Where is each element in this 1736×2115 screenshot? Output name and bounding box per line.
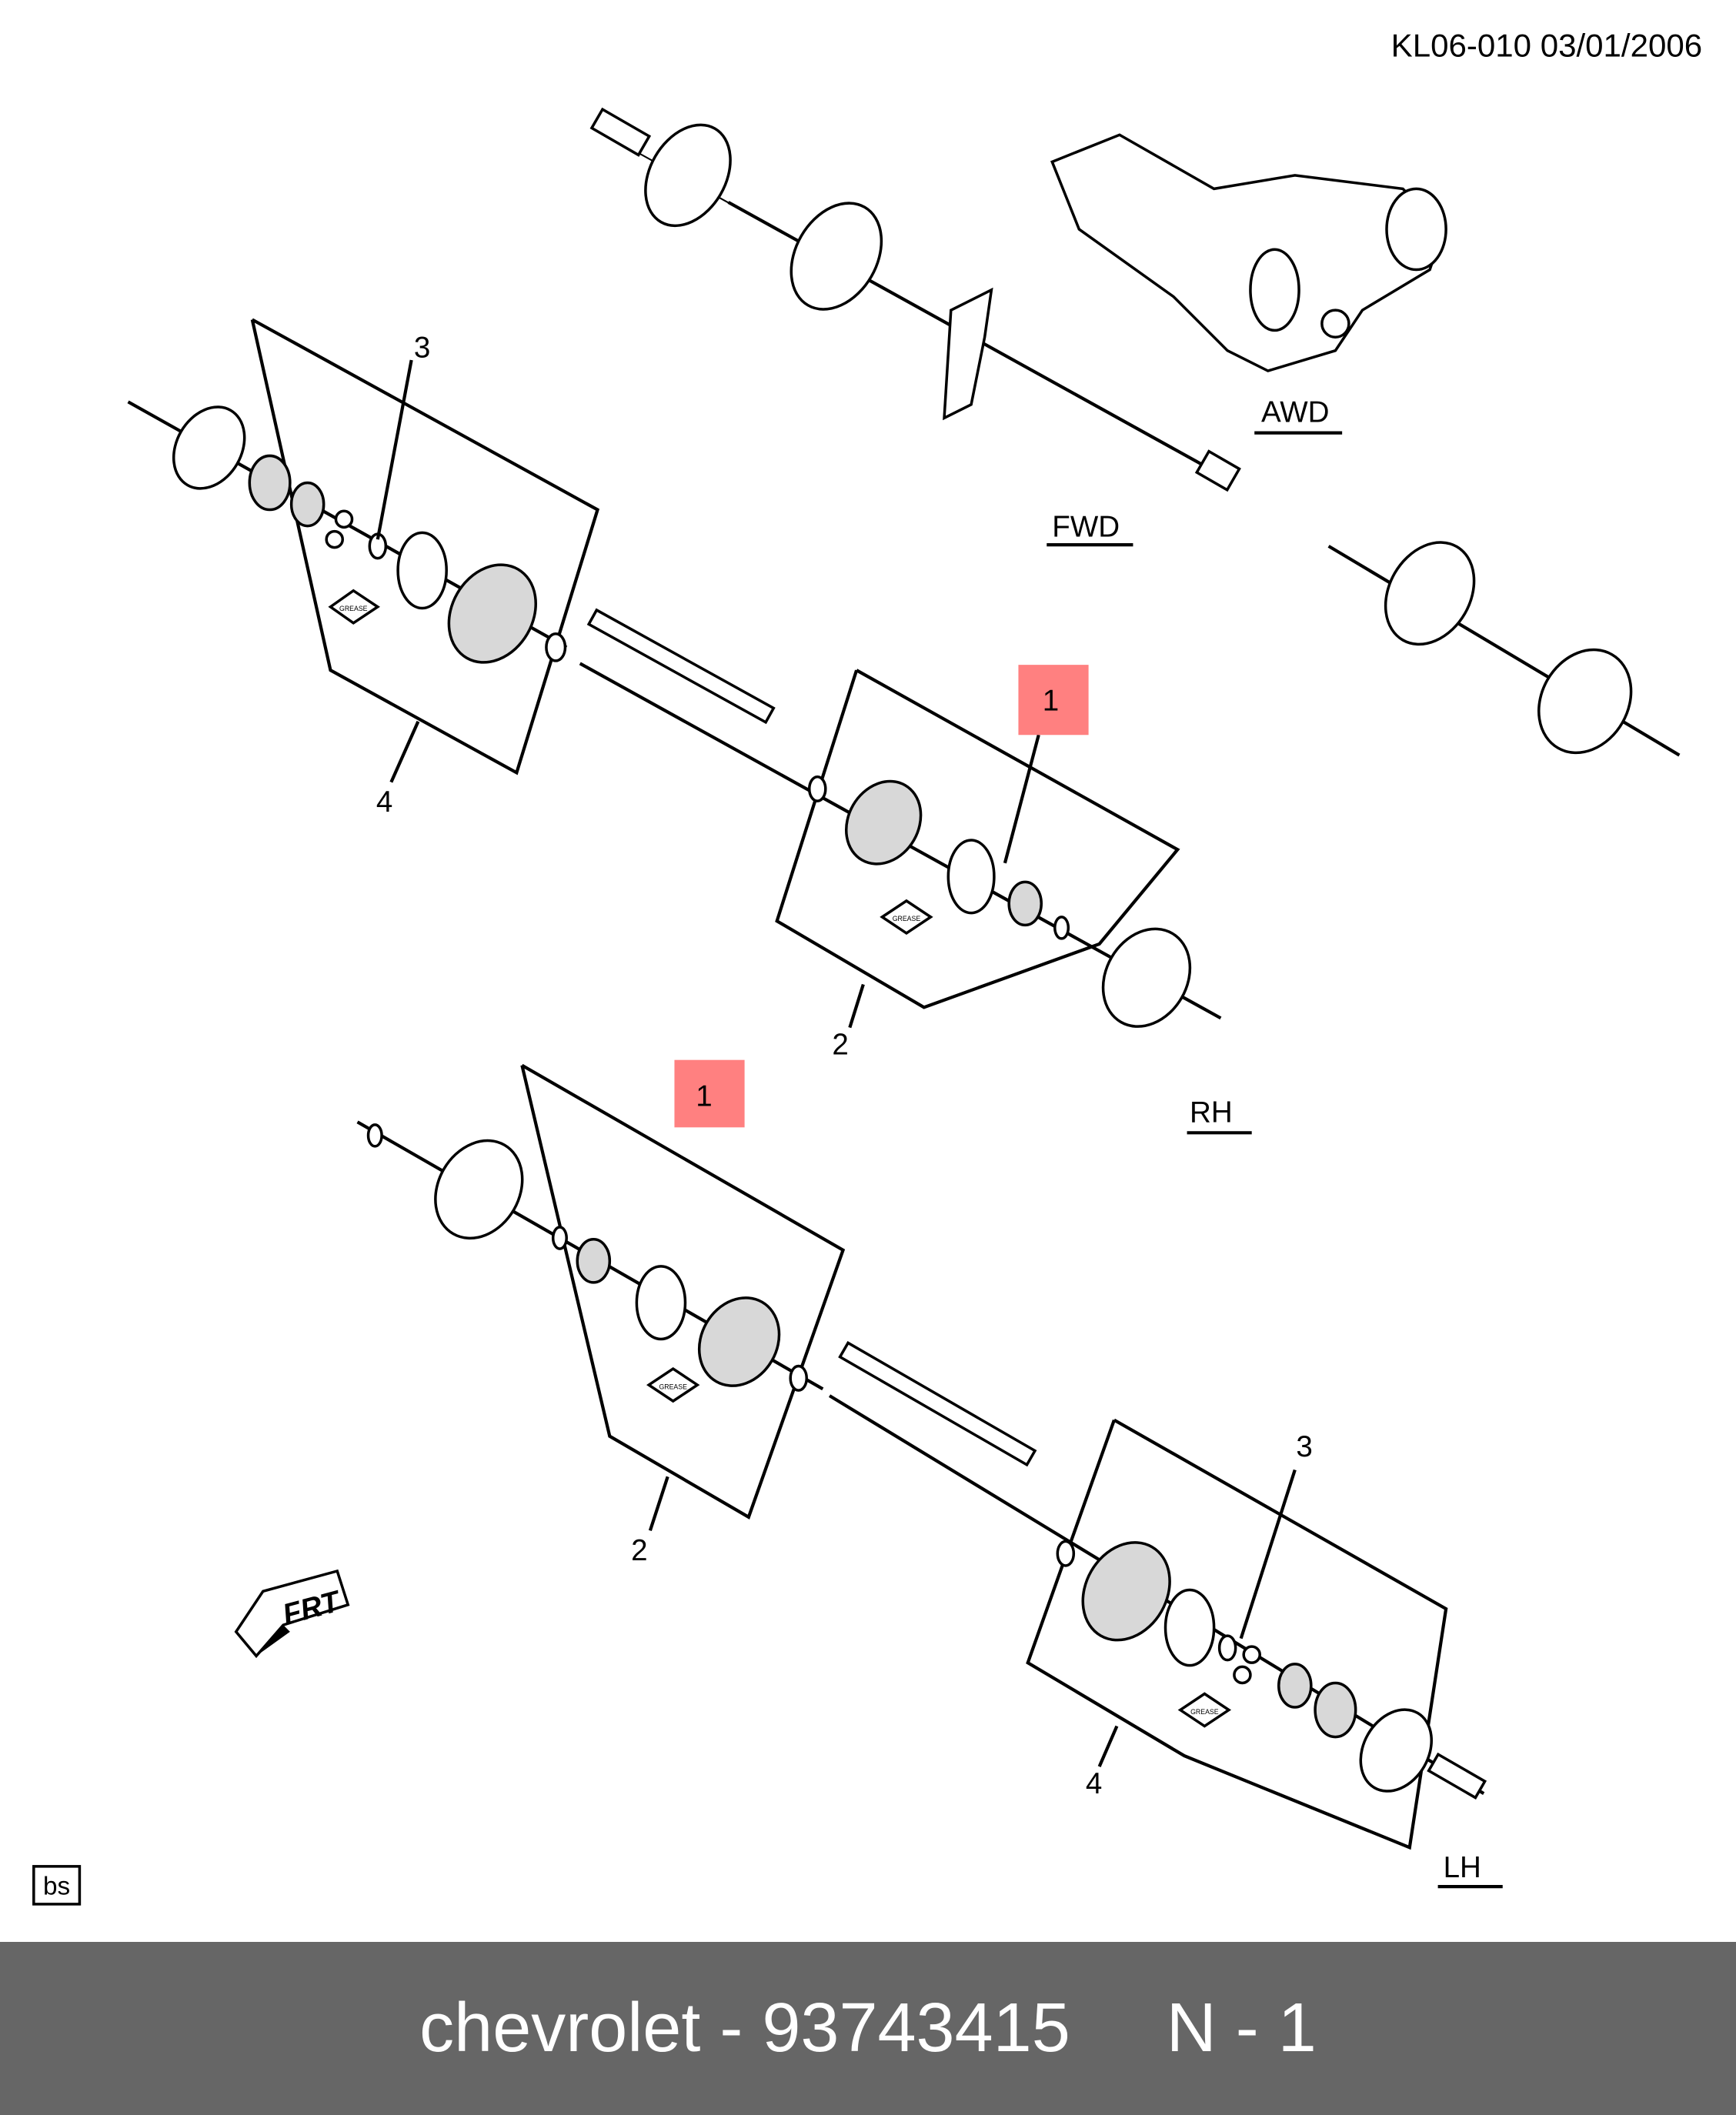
callout-rh-4[interactable]: 4 xyxy=(376,786,392,819)
rh-label: RH xyxy=(1190,1096,1233,1129)
grease-tag: GREASE xyxy=(339,605,368,612)
callout-lh-1[interactable]: 1 xyxy=(696,1079,712,1113)
callout-rh-1-highlight xyxy=(1018,665,1089,736)
fwd-label: FWD xyxy=(1052,511,1120,544)
grease-tag: GREASE xyxy=(893,915,921,922)
grease-tag: GREASE xyxy=(659,1383,687,1390)
callout-lh-2[interactable]: 2 xyxy=(631,1534,647,1567)
front-direction-arrow-icon: FRT xyxy=(234,1569,350,1659)
lh-inner-joint-group: GREASE xyxy=(356,1063,846,1532)
footer-bar: chevrolet - 93743415 N - 1 xyxy=(0,1942,1736,2115)
callout-rh-3[interactable]: 3 xyxy=(414,331,430,364)
rh-outer-joint-group: GREASE xyxy=(127,318,600,783)
fwd-shaft-illustration xyxy=(589,107,1241,492)
lh-outer-joint-group: GREASE xyxy=(1026,1418,1487,1850)
awd-transfer-case-illustration xyxy=(1050,133,1447,372)
callout-lh-3[interactable]: 3 xyxy=(1296,1430,1312,1463)
rh-inner-joint-group: GREASE xyxy=(775,669,1192,1029)
awd-label: AWD xyxy=(1261,396,1330,429)
callout-rh-2[interactable]: 2 xyxy=(832,1029,848,1062)
callout-lh-1-highlight xyxy=(674,1059,745,1128)
bs-label: bs xyxy=(43,1873,70,1901)
footer-part-number: chevrolet - 93743415 N - 1 xyxy=(419,1990,1317,2067)
callout-rh-1[interactable]: 1 xyxy=(1043,685,1059,718)
callout-lh-4[interactable]: 4 xyxy=(1086,1767,1102,1800)
lh-label: LH xyxy=(1444,1851,1481,1884)
bs-box xyxy=(32,1865,82,1906)
grease-tag: GREASE xyxy=(1190,1708,1219,1716)
parts-diagram: KL06-010 03/01/2006 AWD FWD xyxy=(32,28,1703,1906)
rh-shaft-overview-illustration xyxy=(1327,541,1681,757)
diagram-code-date: KL06-010 03/01/2006 xyxy=(1391,28,1703,64)
